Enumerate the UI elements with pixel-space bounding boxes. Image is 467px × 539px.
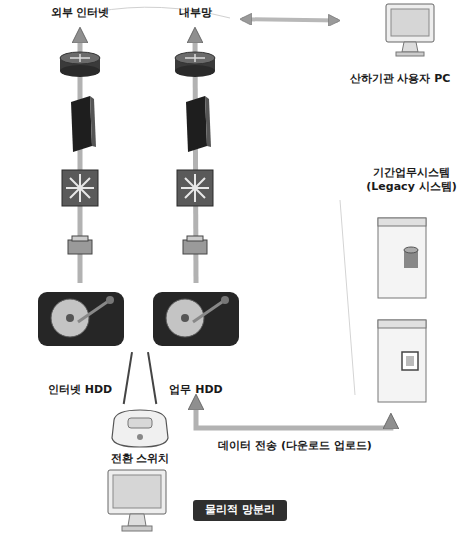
node-text: 인터넷 HDD [48, 383, 112, 397]
node-text: 전환 스위치 [111, 452, 170, 466]
hdd-node: 업무 HDD [150, 285, 242, 397]
node-text: 외부 인터넷 [51, 6, 110, 20]
server-icon [378, 218, 426, 298]
switch-node: 전환 스위치 [106, 406, 174, 466]
internet-stack [60, 52, 100, 254]
link-arrow [242, 19, 338, 20]
cable-line [124, 352, 132, 404]
switch-icon [112, 410, 168, 447]
title-badge: 물리적 망분리 [193, 500, 287, 521]
hdd-icon [38, 292, 124, 346]
node-text: 업무 HDD [169, 383, 222, 397]
faint-line [340, 200, 355, 395]
network-label: 내부망 [150, 6, 240, 30]
server-icon [378, 320, 426, 402]
node-text: 물리적 망분리 [205, 503, 275, 517]
node-text: 산하기관 사용자 PC [350, 72, 451, 86]
pc-icon [108, 470, 166, 531]
cable-line [148, 352, 156, 404]
data-arrow [196, 399, 391, 428]
hdd-node: 인터넷 HDD [30, 285, 130, 397]
node-text: 기간업무시스템 (Legacy 시스템) [360, 166, 463, 195]
pc-node: 산하기관 사용자 PC [340, 2, 460, 86]
edge-label: 데이터 전송 (다운로드 업로드) [216, 438, 374, 453]
hdd-icon [153, 292, 239, 346]
network-label: 외부 인터넷 [28, 6, 132, 30]
internal-stack [175, 52, 215, 254]
legacy-system: 기간업무시스템 (Legacy 시스템) [360, 166, 463, 416]
node-text: 내부망 [179, 6, 212, 20]
pc-icon [386, 4, 434, 56]
